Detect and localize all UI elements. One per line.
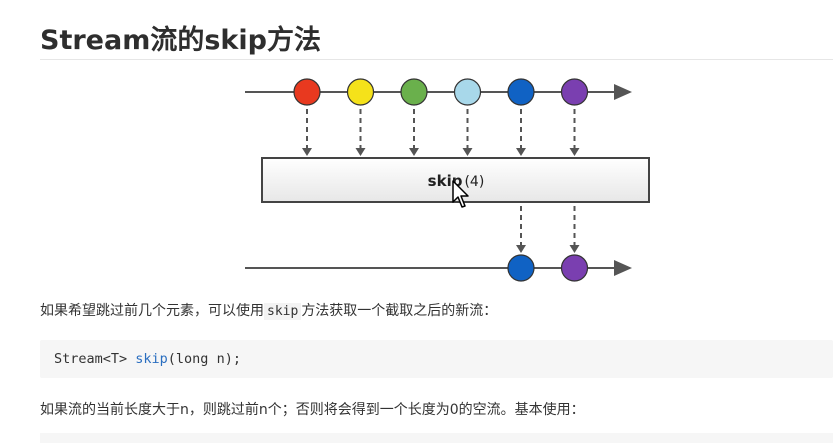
input-arrow-4-head	[462, 148, 473, 156]
page-title: Stream流的skip方法	[40, 25, 321, 56]
input-arrow-2-head	[355, 148, 366, 156]
input-marble-5	[507, 78, 535, 106]
inline-code-skip: skip	[264, 303, 302, 320]
input-marble-4	[453, 78, 482, 106]
input-arrow-5-head	[516, 148, 526, 156]
output-marbles	[507, 254, 589, 282]
code-line: Stream<T> skip(long n);	[54, 351, 241, 367]
code-params: (long n);	[167, 351, 241, 367]
title-divider	[40, 59, 833, 60]
output-arrow-2-head	[569, 245, 580, 253]
mouse-cursor-icon	[452, 180, 469, 208]
input-marble-6	[560, 78, 589, 106]
code-method: skip	[135, 351, 168, 367]
code-block: Stream<T> skip(long n);	[40, 340, 833, 378]
code-type: Stream<T>	[54, 351, 136, 367]
next-code-block	[40, 433, 833, 443]
usage-paragraph: 如果流的当前长度大于n，则跳过前n个；否则将会得到一个长度为0的空流。基本使用：	[40, 402, 585, 418]
output-marble-2	[560, 254, 589, 282]
input-marble-1	[293, 78, 321, 106]
input-drop-arrows	[302, 109, 580, 156]
output-arrow-1-head	[516, 245, 526, 253]
output-marble-1	[507, 254, 535, 282]
output-drop-arrows	[516, 206, 580, 253]
input-marble-2	[346, 78, 375, 106]
input-arrow-3-head	[409, 148, 419, 156]
input-marble-3	[400, 78, 428, 106]
marble-diagram: skip(4)	[245, 78, 650, 282]
input-marbles	[293, 78, 589, 106]
paragraph-text-before: 如果希望跳过前几个元素，可以使用	[40, 303, 264, 319]
operator-arg: (4)	[464, 174, 484, 190]
paragraph-text-after: 方法获取一个截取之后的新流：	[301, 303, 498, 319]
input-arrow-6-head	[569, 148, 580, 156]
input-arrow-1-head	[302, 148, 312, 156]
